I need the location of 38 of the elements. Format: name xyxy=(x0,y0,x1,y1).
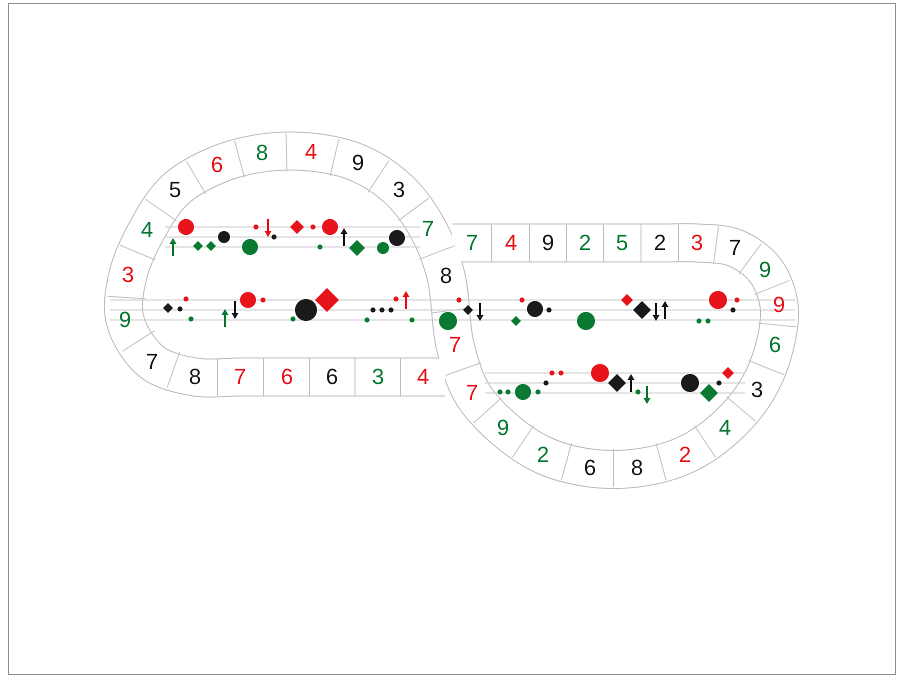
track-number: 4 xyxy=(718,416,732,440)
track-number: 8 xyxy=(254,141,270,165)
track-number: 4 xyxy=(140,218,154,242)
track-number: 4 xyxy=(304,140,318,164)
track-number: 9 xyxy=(540,231,556,255)
track-number: 6 xyxy=(324,365,340,389)
track-number: 6 xyxy=(210,153,224,177)
track-number: 7 xyxy=(448,333,462,357)
track-number: 3 xyxy=(120,263,136,287)
track-number: 9 xyxy=(758,258,772,282)
track-number: 7 xyxy=(420,217,436,241)
track-number: 6 xyxy=(582,456,598,480)
track-number: 3 xyxy=(690,231,704,255)
track-number: 6 xyxy=(768,333,782,357)
track-number: 3 xyxy=(392,178,406,202)
track-number: 7 xyxy=(464,381,480,405)
track-number: 9 xyxy=(496,416,510,440)
track-number: 7 xyxy=(464,231,480,255)
track-number: 9 xyxy=(350,151,366,175)
track-number: 5 xyxy=(614,231,630,255)
track-number: 2 xyxy=(652,231,668,255)
track-number: 3 xyxy=(750,378,764,402)
track-number: 6 xyxy=(280,365,294,389)
track-number: 9 xyxy=(118,308,132,332)
track-number: 7 xyxy=(232,365,248,389)
track-number: 4 xyxy=(504,231,518,255)
track-number: 5 xyxy=(168,178,182,202)
track-number: 4 xyxy=(416,365,430,389)
track-number: 2 xyxy=(678,443,692,467)
track-number: 7 xyxy=(728,236,742,260)
track-number: 7 xyxy=(144,350,160,374)
track-number: 2 xyxy=(536,443,550,467)
track-number: 8 xyxy=(630,456,644,480)
track-number: 9 xyxy=(772,293,786,317)
track-number: 8 xyxy=(438,264,454,288)
track-number: 2 xyxy=(578,231,592,255)
track-number: 3 xyxy=(370,365,386,389)
track-number: 8 xyxy=(188,365,202,389)
